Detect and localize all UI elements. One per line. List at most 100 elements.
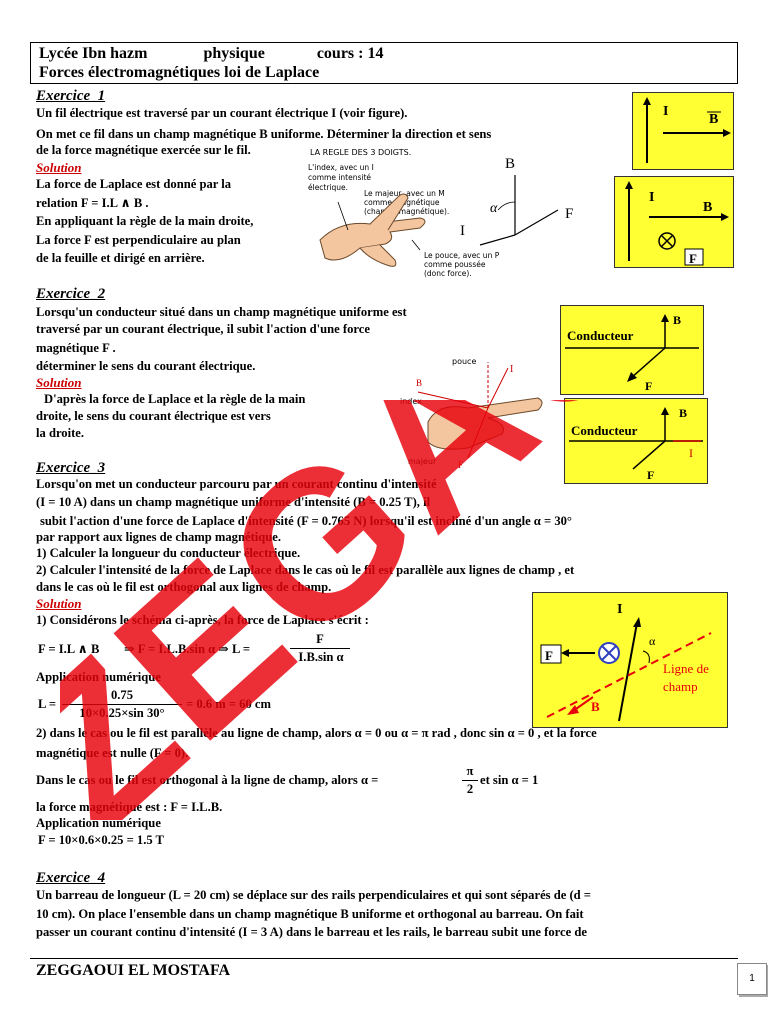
axis-f-label: F [565, 206, 573, 222]
ex3-s2-fraction-bar [290, 648, 350, 649]
ex2-figure-1: Conducteur B F [560, 305, 704, 395]
ex2-fig1-conducteur: Conducteur [567, 328, 634, 343]
school-name: Lycée Ibn hazm [39, 45, 148, 62]
fig1-i-label: I [663, 104, 668, 119]
ex3-s7-sin: et sin α = 1 [480, 773, 539, 787]
header-line-1: Lycée Ibn hazm physique cours : 14 [39, 45, 383, 63]
ex2-hand-f: F [458, 460, 463, 470]
ex4-q1: Un barreau de longueur (L = 20 cm) se dé… [36, 888, 591, 902]
ex3-s2-formula: F = I.L ∧ B [38, 642, 100, 656]
ex1-solution-label: Solution [36, 160, 82, 175]
ex2-fig1-b: B [673, 313, 681, 327]
ex3-title: Exercice_3 [36, 460, 106, 476]
ex2-index: index [400, 397, 422, 406]
ex3-s3: Application numérique [36, 670, 161, 684]
ex3-q4: par rapport aux lignes de champ magnétiq… [36, 530, 282, 544]
lesson-number: cours : 14 [316, 45, 384, 62]
ex1-title: Exercice_1 [36, 88, 106, 104]
hand-title: LA REGLE DES 3 DOIGTS. [310, 148, 411, 157]
svg-text:comme poussée: comme poussée [424, 260, 486, 269]
ex3-s9: Application numérique [36, 816, 161, 830]
ex3-q3: subit l'action d'une force de Laplace d'… [40, 514, 572, 528]
fig1-b-label: B [709, 112, 718, 127]
ex3-q1: Lorsqu'on met un conducteur parcouru par… [36, 477, 437, 491]
ex2-title: Exercice_2 [36, 286, 106, 302]
axis-alpha-label: α [490, 201, 498, 216]
ex1-figure-2: I B F [614, 176, 734, 268]
ex2-fig2-i: I [689, 446, 693, 460]
ex3-solution-label: Solution [36, 596, 82, 611]
hand-pouce-1: Le pouce, avec un P [424, 251, 500, 260]
ex3-q6: 2) Calculer l'intensité de la force de L… [36, 563, 575, 577]
ex2-hand-b: B [416, 378, 422, 388]
ex3-s7-num: π [466, 764, 474, 778]
document-title: Forces électromagnétiques loi de Laplace [39, 64, 320, 81]
ex2-q1: Lorsqu'un conducteur situé dans un champ… [36, 305, 407, 319]
ex2-hand-figure: pouce index majeur B F I [400, 357, 543, 470]
ex3-fig-b: B [591, 699, 600, 714]
fig2-i-label: I [649, 190, 654, 205]
ex3-s7-den: 2 [466, 782, 474, 796]
ex2-q4: déterminer le sens du courant électrique… [36, 359, 256, 373]
ex2-fig2-f: F [647, 468, 654, 482]
ex2-s1: D'après la force de Laplace et la règle … [44, 392, 306, 406]
ex2-majeur: majeur [408, 457, 437, 466]
ex2-s3: la droite. [36, 426, 85, 440]
svg-text:(donc force).: (donc force). [424, 269, 472, 278]
ex1-figure-1: I B [632, 92, 734, 170]
ex3-q2: (I = 10 A) dans un champ magnétique unif… [36, 495, 431, 509]
ex1-q1: Un fil électrique est traversé par un co… [36, 106, 408, 120]
svg-text:(champs magnétique).: (champs magnétique). [364, 207, 449, 216]
ex1-q2: On met ce fil dans un champ magnétique B… [36, 127, 492, 141]
ex3-s2-den: I.B.sin α [298, 650, 344, 664]
ex1-hand-figure: LA REGLE DES 3 DOIGTS. L'index, avec un … [308, 148, 573, 278]
hand-index-1: L'index, avec un I [308, 163, 374, 172]
ex3-fig-alpha: α [649, 634, 656, 648]
footer-author: ZEGGAOUI EL MOSTAFA [36, 962, 231, 979]
ex3-fig-i: I [617, 602, 622, 617]
fig2-b-label: B [703, 200, 712, 215]
ex3-s2-derivation: ⇒ F = I.L.B.sin α ⇒ L = [124, 642, 251, 656]
ex3-s4-den: 10×0.25×sin 30° [79, 706, 165, 720]
ex3-figure: I B F α Ligne de champ [532, 592, 728, 728]
ex2-fig2-conducteur: Conducteur [571, 423, 638, 438]
ex3-s7: Dans le cas ou le fil est orthogonal à l… [36, 773, 379, 787]
hand-majeur-1: Le majeur, avec un M [364, 189, 445, 198]
ex4-q3: passer un courant continu d'intensité (I… [36, 925, 587, 939]
axis-b-label: B [505, 156, 515, 172]
ex1-s4: La force F est perpendiculaire au plan [36, 233, 241, 247]
ex3-s6: magnétique est nulle (F = 0). [36, 746, 189, 760]
ex2-fig2-b: B [679, 406, 687, 420]
ex2-pouce: pouce [452, 357, 476, 366]
ex3-s8: la force magnétique est : F = I.L.B. [36, 800, 223, 814]
ex3-s4-lhs: L = [38, 697, 57, 711]
footer-divider [30, 958, 738, 959]
ex3-s2-num: F [316, 632, 324, 646]
ex3-fig-champ: champ [663, 679, 698, 694]
ex1-s5: de la feuille et dirigé en arrière. [36, 251, 205, 265]
svg-text:comme intensité: comme intensité [308, 173, 371, 182]
svg-text:électrique.: électrique. [308, 183, 348, 192]
ex2-hand-i: I [510, 364, 513, 375]
ex3-s1: 1) Considérons le schéma ci-après, la fo… [36, 613, 369, 627]
ex1-q3: de la force magnétique exercée sur le fi… [36, 143, 251, 157]
ex2-q3: magnétique F . [36, 341, 116, 355]
ex3-q5: 1) Calculer la longueur du conducteur él… [36, 546, 301, 560]
ex3-q7: dans le cas où le fil est orthogonal aux… [36, 580, 332, 594]
ex2-s2: droite, le sens du courant électrique es… [36, 409, 271, 423]
ex1-s3: En appliquant la règle de la main droite… [36, 214, 254, 228]
ex2-fig1-f: F [645, 379, 652, 393]
axis-i-label: I [460, 223, 465, 239]
ex2-figure-2: Conducteur B F I [564, 398, 708, 484]
ex3-s4-fraction-bar [62, 704, 182, 705]
ex3-s10: F = 10×0.6×0.25 = 1.5 T [38, 833, 164, 847]
ex4-q2: 10 cm). On place l'ensemble dans un cham… [36, 907, 584, 921]
ex2-solution-label: Solution [36, 375, 82, 390]
ex3-s4-num: 0.75 [110, 688, 134, 702]
ex1-s1: La force de Laplace est donné par la [36, 177, 232, 191]
ex3-s7-fraction-bar [462, 780, 478, 781]
header-box: Lycée Ibn hazm physique cours : 14 Force… [30, 42, 738, 84]
ex2-q2: traversé par un courant électrique, il s… [36, 322, 370, 336]
ex1-s2: relation F = I.L ∧ B . [36, 196, 149, 210]
subject: physique [203, 45, 265, 62]
